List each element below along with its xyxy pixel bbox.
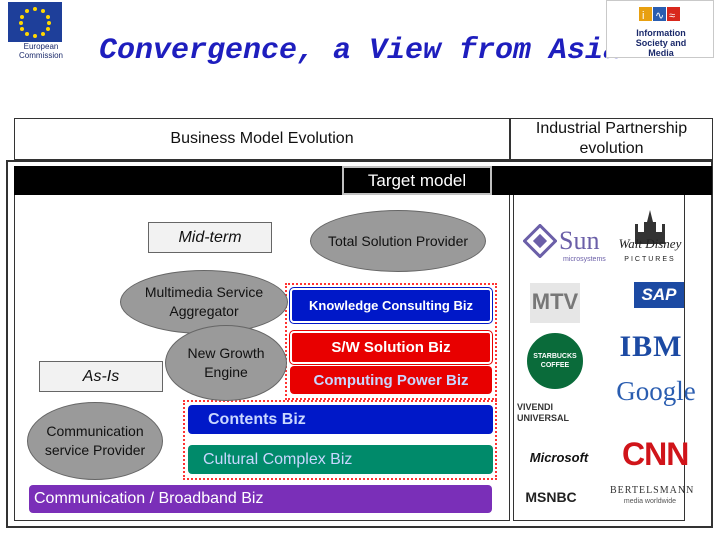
cultural-complex-biz: Cultural Complex Biz (188, 445, 493, 474)
eu-logo: European Commission (4, 2, 78, 60)
sap-logo: SAP (634, 282, 684, 308)
info-society-caption: Information Society and Media (635, 28, 687, 58)
ibm-logo: IBM (618, 332, 684, 362)
info-society-logo: i ∿ ≈ Information Society and Media (606, 0, 714, 58)
vivendi-logo: VIVENDI UNIVERSAL (517, 402, 577, 430)
sap-logo-text: SAP (641, 285, 677, 304)
eu-caption: European Commission (18, 42, 63, 60)
sun-logo: Sun microsystems (523, 222, 611, 270)
disney-logo-text: Walt Disney (618, 236, 682, 251)
diagram-frame (6, 160, 713, 528)
info-society-mark-icon: i ∿ ≈ (639, 7, 680, 22)
ibm-logo-text: IBM (619, 330, 683, 363)
starbucks-logo-text: STARBUCKS COFFEE (533, 353, 577, 369)
broadband-biz: Communication / Broadband Biz (29, 485, 492, 513)
mtv-logo: MTV (530, 283, 580, 323)
google-logo-text: Google (616, 376, 696, 406)
google-logo: Google (616, 374, 696, 408)
sun-logo-text: Sun (559, 226, 600, 255)
cnn-logo: CNN (622, 436, 689, 472)
total-solution-provider: Total Solution Provider (310, 210, 486, 272)
svg-text:≈: ≈ (669, 10, 675, 22)
disney-logo: Walt Disney PICTURES (612, 208, 688, 270)
msnbc-logo: MSNBC (519, 474, 583, 520)
sun-mark-icon (523, 224, 557, 258)
microsoft-logo: Microsoft (520, 448, 598, 468)
mtv-logo-text: MTV (531, 289, 579, 314)
microsoft-logo-text: Microsoft (529, 450, 589, 465)
eu-flag-icon (8, 2, 62, 42)
svg-text:i: i (642, 10, 644, 22)
bertelsmann-logo-subtext: media worldwide (623, 498, 677, 505)
knowledge-consulting-biz: Knowledge Consulting Biz (289, 287, 493, 324)
partnership-heading: Industrial Partnership evolution (535, 120, 688, 157)
mid-term-stage: Mid-term (148, 222, 272, 253)
computing-power-biz: Computing Power Biz (290, 366, 492, 394)
multimedia-service-aggregator: Multimedia Service Aggregator (120, 270, 288, 334)
disney-castle-icon (635, 210, 665, 244)
bertelsmann-logo: BERTELSMANN media worldwide (610, 484, 695, 510)
as-is-stage: As-Is (39, 361, 163, 392)
bertelsmann-logo-text: BERTELSMANN (610, 485, 695, 496)
dotted-outline-upper (285, 283, 497, 400)
target-model-bar (14, 166, 712, 195)
sun-logo-subtext: microsystems (563, 256, 606, 263)
vivendi-logo-text: VIVENDI UNIVERSAL (517, 402, 570, 423)
target-model-frame (342, 166, 492, 195)
communication-service-provider: Communication service Provider (27, 402, 163, 480)
business-model-heading-box (14, 118, 510, 160)
contents-biz: Contents Biz (188, 405, 493, 434)
disney-logo-subtext: PICTURES (624, 256, 676, 263)
business-model-heading: Business Model Evolution (170, 130, 354, 147)
dotted-outline-lower (183, 400, 497, 480)
starbucks-logo: STARBUCKS COFFEE (527, 333, 583, 389)
cnn-logo-text: CNN (622, 436, 689, 472)
partnership-heading-box (510, 118, 713, 160)
sw-solution-biz: S/W Solution Biz (289, 330, 493, 365)
target-model-label: Target model (367, 170, 467, 190)
page-title: Convergence, a View from Asia (98, 34, 622, 68)
msnbc-logo-text: MSNBC (525, 489, 577, 505)
new-growth-engine: New Growth Engine (165, 325, 287, 401)
svg-text:∿: ∿ (655, 10, 664, 22)
